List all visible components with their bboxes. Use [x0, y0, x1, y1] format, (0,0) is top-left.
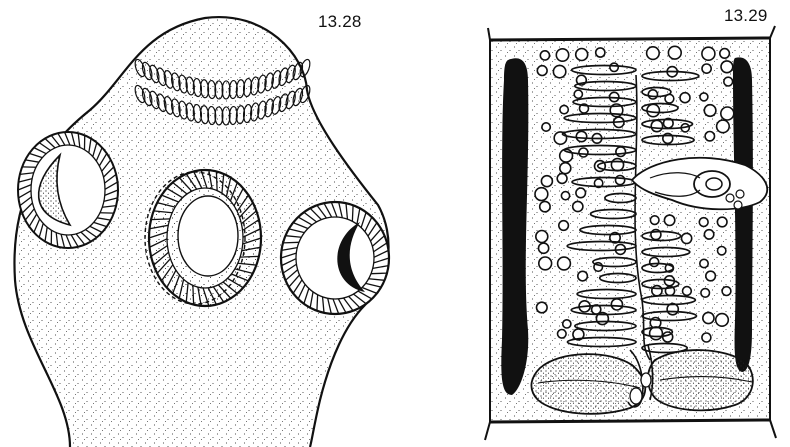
figure-label-13-28: 13.28 [318, 12, 362, 32]
sucker-right [281, 202, 389, 314]
scolex-figure [14, 17, 389, 447]
sucker-left [18, 132, 118, 248]
figure-label-13-29: 13.29 [724, 6, 768, 26]
excretory-canal-left [501, 58, 528, 395]
proglottid-figure [485, 26, 776, 440]
excretory-canal-right [733, 57, 753, 372]
